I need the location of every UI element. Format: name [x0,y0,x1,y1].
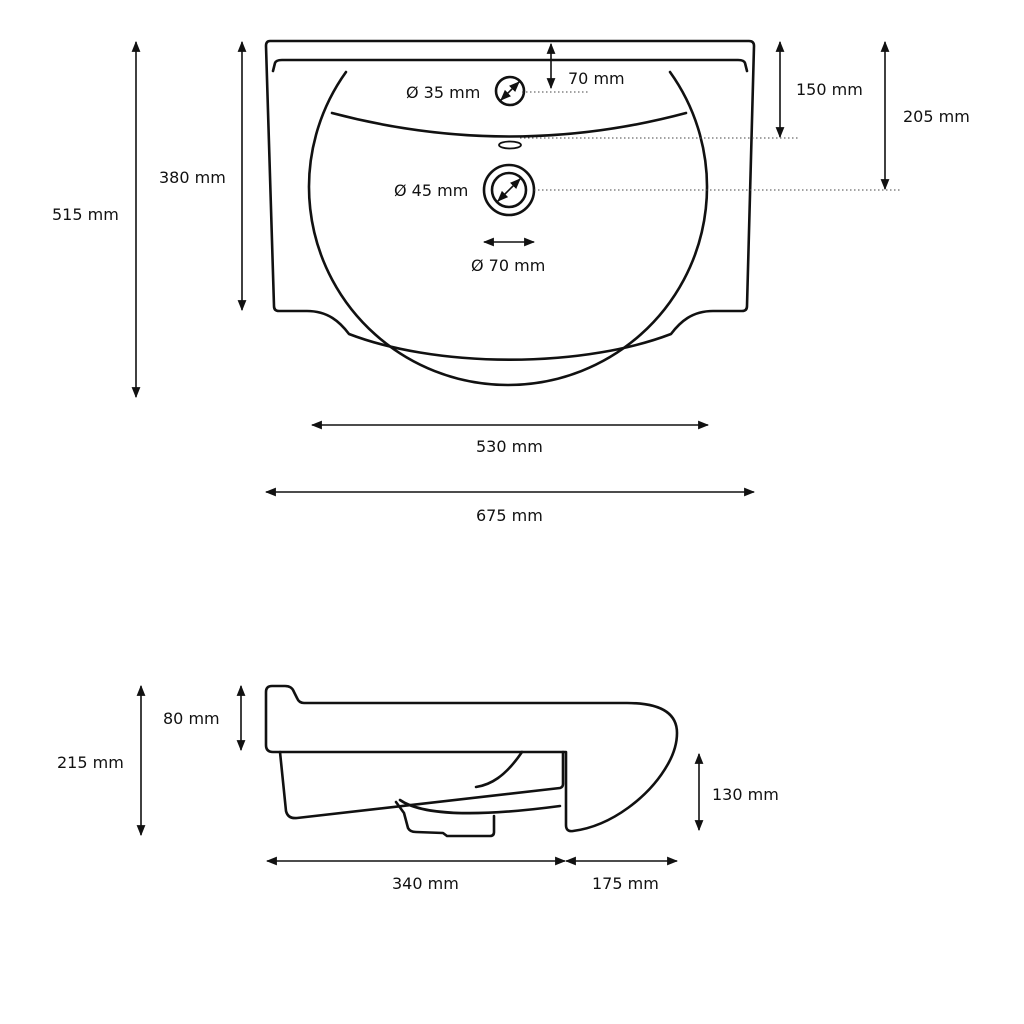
side-profile-outline [264,684,679,833]
label-overall-height: 515 mm [52,205,119,224]
basin-outer-outline [264,39,756,361]
label-drain-offset: 205 mm [903,107,970,126]
overflow-slot [498,140,522,150]
label-overflow-offset: 150 mm [796,80,863,99]
label-side-bowl-depth: 340 mm [392,874,459,893]
label-bowl-width: 530 mm [476,437,543,456]
side-bowl-inner-curve [474,750,524,789]
label-drain-surround: Ø 70 mm [471,256,545,275]
bowl-outline [307,70,709,387]
drain-hole [490,171,528,209]
side-bowl-underside [278,750,565,820]
top-view: 515 mm 380 mm 70 mm Ø 35 mm 150 mm 205 m… [52,39,970,525]
label-tap-diameter: Ø 35 mm [406,83,480,102]
side-drain-trap [394,800,496,838]
label-drain-diameter: Ø 45 mm [394,181,468,200]
tap-hole [494,75,526,107]
label-side-rim-height: 80 mm [163,709,220,728]
label-tap-offset: 70 mm [568,69,625,88]
side-view: 80 mm 215 mm 130 mm 340 mm 175 mm [57,684,779,893]
label-side-front-height: 130 mm [712,785,779,804]
bowl-back-lip [330,111,688,138]
label-basin-height: 380 mm [159,168,226,187]
label-side-overall-height: 215 mm [57,753,124,772]
label-overall-width: 675 mm [476,506,543,525]
side-drain-top [398,798,562,815]
label-side-front-projection: 175 mm [592,874,659,893]
rim-inner-line [271,58,749,73]
